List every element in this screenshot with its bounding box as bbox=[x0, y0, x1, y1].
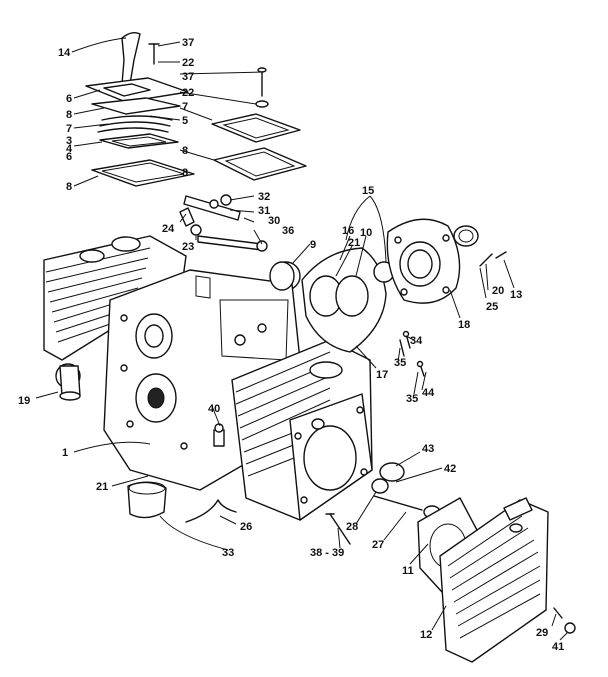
valve-cover-right bbox=[211, 113, 301, 143]
part-label-25: 25 bbox=[486, 301, 498, 313]
part-label-27: 27 bbox=[372, 539, 384, 551]
part-label-34: 34 bbox=[410, 335, 423, 347]
part-label-23: 23 bbox=[182, 241, 194, 253]
part-label-14: 14 bbox=[58, 47, 71, 59]
breather-seal-ring bbox=[269, 261, 295, 291]
governor-shaft bbox=[183, 194, 241, 221]
part-label-7: 7 bbox=[66, 123, 72, 135]
part-label-8: 8 bbox=[66, 109, 72, 121]
part-label-44: 44 bbox=[422, 387, 435, 399]
part-label-3: 3 bbox=[66, 135, 72, 147]
part-label-13: 13 bbox=[510, 289, 522, 301]
part-label-16: 16 bbox=[342, 225, 354, 237]
part-label-33: 33 bbox=[222, 547, 234, 559]
gasket-plate bbox=[301, 247, 387, 353]
part-label-18: 18 bbox=[458, 319, 470, 331]
breather-cover bbox=[85, 77, 189, 103]
part-label-36: 36 bbox=[282, 225, 294, 237]
part-label-26: 26 bbox=[240, 521, 252, 533]
part-label-30: 30 bbox=[268, 215, 280, 227]
part-label-10: 10 bbox=[360, 227, 372, 239]
part-label-21: 21 bbox=[96, 481, 108, 493]
part-label-28: 28 bbox=[346, 521, 358, 533]
part-label-38-39: 38 - 39 bbox=[310, 547, 344, 559]
part-label-42: 42 bbox=[444, 463, 456, 475]
valve-gasket-right bbox=[213, 147, 307, 181]
part-label-22: 22 bbox=[182, 87, 194, 99]
part-label-9: 9 bbox=[310, 239, 316, 251]
part-label-7: 7 bbox=[182, 101, 188, 113]
part-label-6: 6 bbox=[66, 93, 72, 105]
part-label-29: 29 bbox=[536, 627, 548, 639]
small-bolt-20 bbox=[479, 251, 507, 267]
valve-spring bbox=[97, 115, 173, 133]
bearing-plate bbox=[386, 218, 461, 304]
breather-plate bbox=[91, 97, 181, 115]
part-label-8: 8 bbox=[182, 145, 188, 157]
cylinder-head bbox=[439, 497, 549, 663]
part-label-37: 37 bbox=[182, 71, 194, 83]
part-label-4: 4 bbox=[66, 143, 73, 155]
part-label-37: 37 bbox=[182, 37, 194, 49]
part-label-8: 8 bbox=[182, 167, 188, 179]
part-label-31: 31 bbox=[258, 205, 270, 217]
governor-lever-assembly bbox=[179, 207, 268, 252]
main-bearing-sleeve bbox=[55, 363, 81, 401]
breather-gasket-large bbox=[91, 159, 195, 187]
part-label-19: 19 bbox=[18, 395, 30, 407]
part-labels: 14 37 22 37 22 6 7 8 5 7 3 4 6 8 8 8 32 … bbox=[18, 37, 564, 653]
breather-tube bbox=[121, 31, 141, 85]
part-label-40: 40 bbox=[208, 403, 220, 415]
oil-drain-pipe bbox=[185, 499, 237, 523]
part-label-22: 22 bbox=[182, 57, 194, 69]
head-bolt bbox=[325, 513, 351, 545]
part-label-43: 43 bbox=[422, 443, 434, 455]
part-label-17: 17 bbox=[376, 369, 388, 381]
part-label-5: 5 bbox=[182, 115, 188, 127]
part-label-11: 11 bbox=[402, 565, 414, 577]
head-bolt-29-41 bbox=[553, 607, 576, 634]
oil-drain-plug bbox=[213, 423, 225, 447]
breather-gasket-small bbox=[99, 133, 179, 149]
valve-tappet bbox=[371, 462, 405, 494]
part-label-32: 32 bbox=[258, 191, 270, 203]
part-label-41: 41 bbox=[552, 641, 564, 653]
part-label-21: 21 bbox=[348, 237, 360, 249]
part-label-8: 8 bbox=[66, 181, 72, 193]
cylinder-block bbox=[43, 235, 373, 521]
crankshaft-oil-seal bbox=[453, 225, 479, 247]
part-label-6: 6 bbox=[66, 151, 72, 163]
part-label-20: 20 bbox=[492, 285, 504, 297]
breather-bolt bbox=[148, 43, 160, 65]
part-label-24: 24 bbox=[162, 223, 175, 235]
part-label-35: 35 bbox=[406, 393, 418, 405]
valve-cover-screw bbox=[255, 67, 269, 108]
part-label-15: 15 bbox=[362, 185, 374, 197]
leader-lines bbox=[35, 37, 569, 641]
cylinder-sleeve-ring bbox=[127, 481, 167, 519]
part-label-35: 35 bbox=[394, 357, 406, 369]
part-label-1: 1 bbox=[62, 447, 68, 459]
part-label-12: 12 bbox=[420, 629, 432, 641]
